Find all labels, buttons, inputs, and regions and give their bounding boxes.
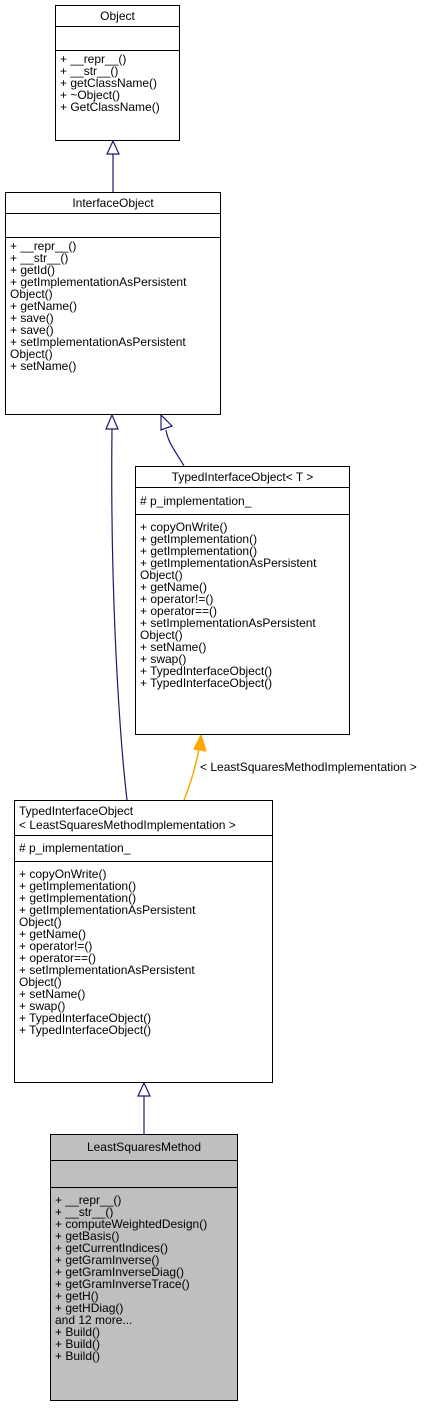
method-item-continuation: Object()	[19, 915, 62, 929]
class-object[interactable]: Object + __repr__()+ __str__()+ getClass…	[55, 5, 180, 141]
method-item: + Build()	[55, 1325, 101, 1339]
method-item-continuation: Object()	[140, 568, 183, 582]
method-item: + getName()	[140, 580, 208, 594]
methods-section: + copyOnWrite()+ getImplementation()+ ge…	[15, 861, 272, 1039]
method-item: + getGramInverseTrace()	[55, 1277, 190, 1291]
class-title: InterfaceObject	[72, 196, 154, 210]
class-title-line-1: TypedInterfaceObject	[19, 804, 134, 818]
class-title-line-2: < LeastSquaresMethodImplementation >	[19, 818, 236, 832]
methods-section: + __repr__()+ __str__()+ computeWeighted…	[51, 1187, 237, 1365]
method-item-continuation: Object()	[140, 628, 183, 642]
method-item-continuation: Object()	[19, 975, 62, 989]
method-item-continuation: Object()	[10, 347, 53, 361]
attribute-item: # p_implementation_	[19, 841, 131, 855]
method-item: + operator!=()	[19, 939, 93, 953]
method-item: + operator==()	[140, 604, 218, 618]
method-item: + getName()	[19, 927, 87, 941]
method-item: + __str__()	[55, 1205, 114, 1219]
attributes-section	[56, 26, 179, 50]
methods-section: + copyOnWrite()+ getImplementation()+ ge…	[136, 514, 349, 692]
edge-template-binding	[183, 733, 207, 801]
method-item: + setImplementationAsPersistent	[19, 963, 195, 977]
method-item: + setName()	[19, 987, 86, 1001]
class-typedinterfaceobject-t[interactable]: TypedInterfaceObject< T > # p_implementa…	[135, 466, 350, 735]
more-members-note: and 12 more...	[55, 1313, 133, 1327]
method-item: + computeWeightedDesign()	[55, 1217, 208, 1231]
method-item: + ~Object()	[60, 88, 121, 102]
attributes-section: # p_implementation_	[15, 835, 272, 861]
method-item: + getClassName()	[60, 76, 158, 90]
method-item: + copyOnWrite()	[19, 867, 107, 881]
attributes-section: # p_implementation_	[136, 487, 349, 514]
method-item: + operator!=()	[140, 592, 214, 606]
method-item: + Build()	[55, 1349, 101, 1363]
method-item: + getImplementation()	[140, 544, 258, 558]
attributes-section	[6, 213, 220, 237]
method-item: + setName()	[140, 640, 207, 654]
method-item: + __str__()	[10, 251, 69, 265]
method-item: + getH()	[55, 1289, 99, 1303]
edge-interfaceobject-to-object	[106, 139, 120, 192]
method-item: + getImplementation()	[19, 879, 137, 893]
method-item: + TypedInterfaceObject()	[19, 1023, 152, 1037]
method-item: + getImplementationAsPersistent	[19, 903, 196, 917]
edge-typedinterfaceobject-lsmi-to-interfaceobject	[105, 413, 128, 801]
method-item: + getImplementationAsPersistent	[10, 275, 187, 289]
method-item: + getGramInverse()	[55, 1253, 160, 1267]
method-item: + swap()	[140, 652, 187, 666]
method-item: + TypedInterfaceObject()	[19, 1011, 152, 1025]
class-title: LeastSquaresMethod	[86, 1140, 202, 1154]
edge-leastsquaresmethod-to-typedinterfaceobject-lsmi	[137, 1081, 151, 1134]
method-item: + setName()	[10, 359, 77, 373]
class-leastsquaresmethod[interactable]: LeastSquaresMethod + __repr__()+ __str__…	[50, 1134, 238, 1401]
class-interfaceobject[interactable]: InterfaceObject + __repr__()+ __str__()+…	[5, 192, 221, 415]
method-item: + save()	[10, 311, 54, 325]
attribute-item: # p_implementation_	[140, 494, 252, 508]
method-item: + swap()	[19, 999, 66, 1013]
class-title: TypedInterfaceObject < LeastSquaresMetho…	[15, 801, 272, 835]
method-item-continuation: Object()	[10, 287, 53, 301]
method-item: + GetClassName()	[60, 100, 160, 114]
method-item: + getGramInverseDiag()	[55, 1265, 185, 1279]
class-title: TypedInterfaceObject< T >	[171, 470, 314, 484]
method-item: + save()	[10, 323, 54, 337]
method-item: + copyOnWrite()	[140, 520, 228, 534]
method-item: + getName()	[10, 299, 78, 313]
method-item: + getImplementationAsPersistent	[140, 556, 317, 570]
method-item: + setImplementationAsPersistent	[140, 616, 316, 630]
method-item: + __repr__()	[60, 52, 127, 66]
method-item: + __str__()	[60, 64, 119, 78]
method-item: + getImplementation()	[140, 532, 258, 546]
method-item: + TypedInterfaceObject()	[140, 676, 273, 690]
method-item: + getHDiag()	[55, 1301, 124, 1315]
method-item: + getImplementation()	[19, 891, 137, 905]
method-item: + __repr__()	[10, 239, 77, 253]
template-binding-label: < LeastSquaresMethodImplementation >	[200, 760, 417, 774]
methods-section: + __repr__()+ __str__()+ getId()+ getImp…	[6, 237, 220, 375]
edge-typedinterfaceobject-t-to-interfaceobject	[160, 413, 185, 467]
class-title: Object	[100, 9, 135, 23]
method-item: + setImplementationAsPersistent	[10, 335, 186, 349]
method-item: + operator==()	[19, 951, 97, 965]
attributes-section	[51, 1160, 237, 1187]
method-item: + getCurrentIndices()	[55, 1241, 169, 1255]
method-item: + __repr__()	[55, 1193, 122, 1207]
method-item: + getBasis()	[55, 1229, 120, 1243]
class-typedinterfaceobject-lsmi[interactable]: TypedInterfaceObject < LeastSquaresMetho…	[14, 800, 273, 1083]
methods-section: + __repr__()+ __str__()+ getClassName()+…	[56, 50, 179, 116]
method-item: + getId()	[10, 263, 56, 277]
method-item: + TypedInterfaceObject()	[140, 664, 273, 678]
method-item: + Build()	[55, 1337, 101, 1351]
